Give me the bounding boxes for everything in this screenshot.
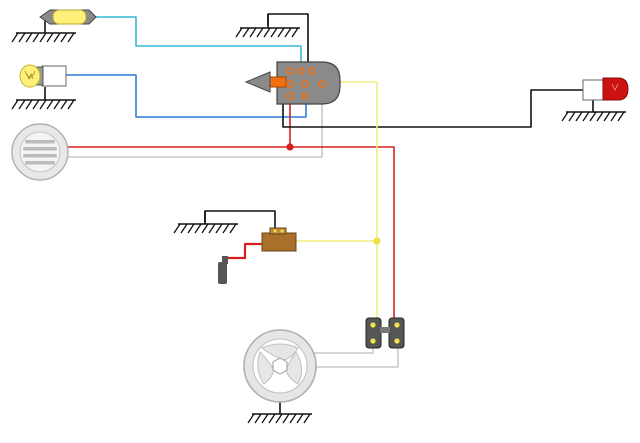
wire-black-switch-ground bbox=[267, 13, 309, 62]
wire-ht-lead bbox=[227, 242, 262, 260]
switch-terminals bbox=[286, 67, 326, 100]
flywheel-icon bbox=[243, 329, 317, 403]
wire-white-flywheel-2 bbox=[316, 348, 399, 368]
tail-light-icon bbox=[582, 77, 629, 101]
ground-symbol-tail bbox=[561, 100, 627, 122]
wire-blue bbox=[66, 74, 307, 118]
bulb-icon bbox=[19, 64, 67, 88]
ground-symbol-switch bbox=[235, 14, 301, 38]
wire-yellow bbox=[336, 81, 378, 325]
wire-cyan bbox=[95, 16, 302, 76]
wire-white-flywheel bbox=[314, 336, 374, 354]
junction-dot-yellow bbox=[373, 237, 381, 245]
spark-plug-cap-icon bbox=[218, 256, 228, 284]
wire-white-horn bbox=[68, 91, 323, 158]
junction-dot-red bbox=[286, 143, 294, 151]
festoon-bulb-icon bbox=[39, 9, 97, 25]
ground-symbol-coil bbox=[173, 211, 239, 234]
wire-black-tail bbox=[282, 89, 583, 128]
ground-symbol-festoon bbox=[11, 20, 77, 43]
rotary-switch-icon bbox=[244, 61, 341, 105]
horn-icon bbox=[11, 123, 69, 181]
wire-red bbox=[68, 146, 395, 325]
ground-symbol-headlight bbox=[11, 87, 77, 110]
wire-black-coil-ground bbox=[204, 210, 276, 232]
ignition-coil-icon bbox=[261, 227, 297, 252]
terminal-block-icon bbox=[365, 317, 405, 349]
